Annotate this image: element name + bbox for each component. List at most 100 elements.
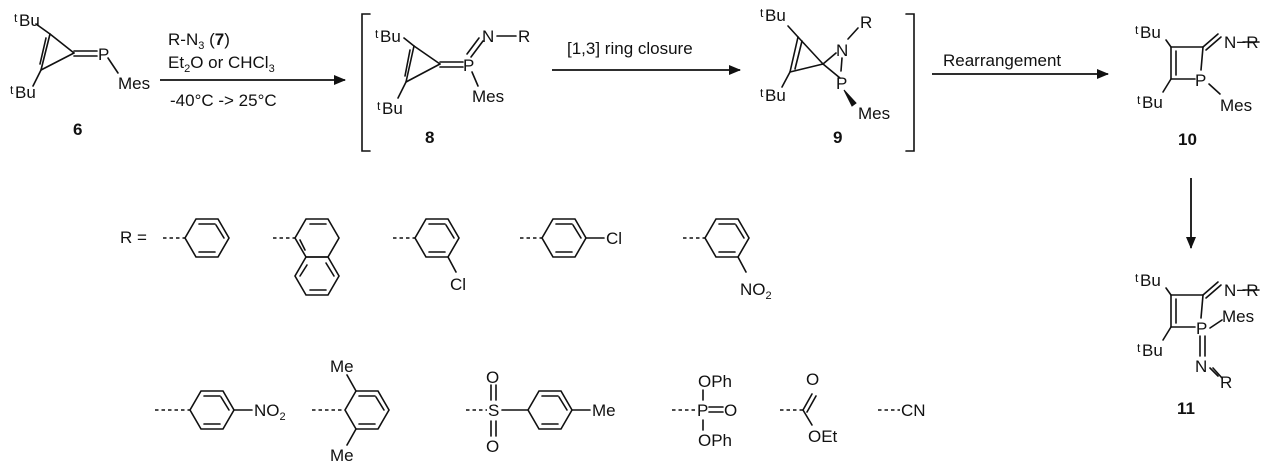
compound-number-11: 11 [1177,399,1195,418]
ring-closure-label: [1,3] ring closure [567,39,693,58]
tbu-sup: t [1137,341,1141,355]
reaction-arrow-2: [1,3] ring closure [552,39,741,75]
substituent-phenyl [163,218,230,258]
methyl-label: Me [592,401,616,420]
mes-label: Mes [1220,96,1252,115]
compound-6: t Bu P Mes t Bu 6 [10,11,150,139]
nitro-label: NO [254,401,280,420]
phosphorus-label: P [1195,71,1206,90]
reaction-arrow-3: Rearrangement [932,51,1109,79]
mes-label: Mes [1222,307,1254,326]
nitrogen-label: N [836,41,848,60]
substituent-tosyl: S O O Me [466,368,616,456]
compound-11: t Bu N−R P Mes t Bu N R 11 [1135,271,1260,418]
compound-number-8: 8 [425,128,434,147]
svg-text:NO2: NO2 [254,401,286,423]
tbu-sup: t [377,99,381,113]
tbu-label: Bu [1142,341,1163,360]
compound-number-10: 10 [1178,130,1197,149]
solvent-sub: 2 [184,63,190,75]
compound-number-9: 9 [833,128,842,147]
tbu-sup: t [760,6,764,20]
compound-10: t Bu N−R P Mes t Bu 10 [1135,23,1260,149]
substituent-3-chlorophenyl: Cl [393,218,466,294]
mes-label: Mes [858,104,890,123]
methyl-label: Me [330,357,354,376]
tbu-sup: t [375,27,379,41]
r-label: R [518,27,530,46]
reagent-azide-sub: 3 [198,40,204,52]
svg-text:R-N3 (7): R-N3 (7) [168,30,230,52]
chlorine-label: Cl [606,229,622,248]
oxygen-label: O [806,370,819,389]
substituent-phosphoryl: P O OPh OPh [672,372,737,450]
tbu-label: Bu [1142,93,1163,112]
nr-label: N−R [1224,33,1258,52]
temperature-label: -40°C -> 25°C [170,91,277,110]
ethoxy-label: OEt [808,427,838,446]
tbu-label: Bu [765,6,786,25]
tbu-label: Bu [1140,271,1161,290]
svg-text:NO2: NO2 [740,280,772,302]
substituent-ester: O OEt [780,370,838,446]
svg-text:Et2O or CHCl3: Et2O or CHCl3 [168,53,275,75]
tbu-label: Bu [765,86,786,105]
compound-number-6: 6 [73,120,82,139]
compound-8: t Bu N R P Mes t Bu 8 [375,27,530,147]
solvent-et: Et [168,53,184,72]
solvent-rest: O or CHCl [190,53,268,72]
nr-label: N−R [1224,281,1258,300]
chlorine-label: Cl [450,275,466,294]
rearrangement-label: Rearrangement [943,51,1061,70]
compound-9: t Bu R N P Mes t Bu 9 [760,6,890,147]
nitro-sub: 2 [280,411,286,423]
tbu-label: Bu [380,27,401,46]
substituent-4-nitrophenyl: NO2 [155,390,286,430]
nitro-label: NO [740,280,766,299]
nitrogen-label: N [1195,357,1207,376]
substituent-xylyl: Me Me [312,357,390,463]
tbu-sup: t [1135,271,1139,285]
tbu-sup: t [14,11,18,25]
reaction-arrow-1: R-N3 (7) Et2O or CHCl3 -40°C -> 25°C [160,30,346,110]
tbu-label: Bu [1140,23,1161,42]
substituent-naphthyl [273,218,340,296]
tbu-label: Bu [19,11,40,30]
cyano-label: CN [901,401,926,420]
r-equals-label: R = [120,228,147,247]
methyl-label: Me [330,446,354,463]
intermediate-bracket [361,13,915,152]
solvent-sub2: 3 [269,63,275,75]
phenoxy-label: OPh [698,372,732,391]
sulfur-label: S [488,401,499,420]
phenoxy-label: OPh [698,431,732,450]
oxygen-label: O [724,401,737,420]
oxygen-label: O [486,437,499,456]
r-label: R [860,13,872,32]
reagent-number: 7 [215,30,224,49]
oxygen-label: O [486,368,499,387]
phosphorus-label: P [1196,319,1207,338]
phosphorus-label: P [836,74,847,93]
mes-label: Mes [118,74,150,93]
r-label: R [1220,373,1232,392]
tbu-sup: t [10,83,14,97]
substituent-4-chlorophenyl: Cl [520,218,622,258]
phosphorus-label: P [463,56,474,75]
nitro-sub: 2 [766,290,772,302]
phosphorus-label: P [697,401,708,420]
substituent-panel: R = Cl [120,218,926,463]
reagent-azide: R-N [168,30,198,49]
tbu-sup: t [1137,93,1141,107]
nitrogen-label: N [482,27,494,46]
substituent-3-nitrophenyl: NO2 [683,218,772,302]
phosphorus-label: P [98,45,109,64]
tbu-sup: t [760,86,764,100]
mes-label: Mes [472,87,504,106]
tbu-label: Bu [382,99,403,118]
tbu-sup: t [1135,23,1139,37]
tbu-label: Bu [15,83,36,102]
open-paren: ( [204,30,215,49]
substituent-cyano: CN [878,401,926,420]
